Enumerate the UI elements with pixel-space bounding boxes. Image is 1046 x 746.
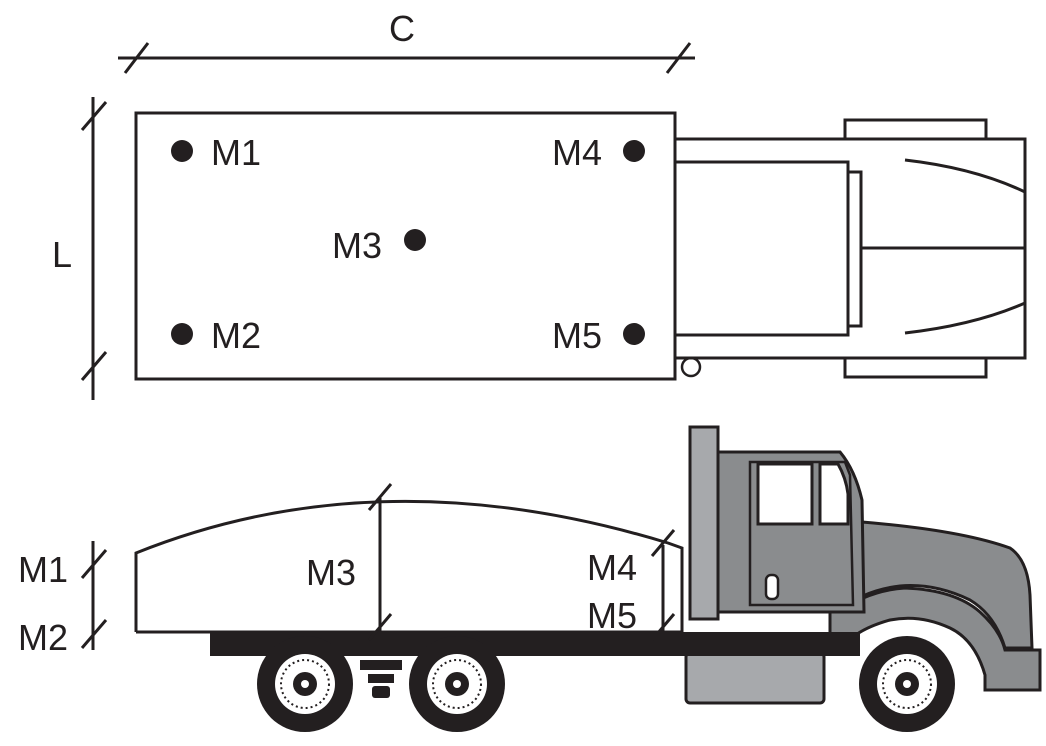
exhaust-stack: [688, 425, 720, 621]
rear-wheel-2: [409, 636, 505, 732]
side-view: M1 M2 M3 M4 M5: [18, 425, 1042, 732]
side-label-m5: M5: [587, 595, 637, 636]
point-label: M1: [211, 132, 261, 173]
cab-top-view: [673, 118, 1027, 379]
side-label-m2: M2: [18, 617, 68, 658]
top-view: C L M1 M2: [52, 8, 1027, 400]
measure-point-m2: M2: [171, 315, 261, 356]
measure-point-m1: M1: [171, 132, 261, 173]
measure-point-m5: M5: [552, 315, 645, 356]
dimension-l-label: L: [52, 234, 72, 275]
measure-point-m4: M4: [552, 132, 645, 173]
front-wheel: [859, 636, 955, 732]
dimension-l: L: [52, 97, 108, 400]
cab-door: [748, 460, 855, 607]
fuel-tank: [684, 651, 826, 705]
mirror-knob: [680, 356, 702, 378]
front-fender: [828, 586, 1042, 692]
cab-rear-window: [818, 462, 850, 526]
suspension-bracket: [360, 660, 402, 698]
load-profile: [134, 499, 684, 632]
hood: [835, 520, 1034, 650]
point-label: M2: [211, 315, 261, 356]
point-label: M5: [552, 315, 602, 356]
point-label: M3: [332, 225, 382, 266]
dimension-c-label: C: [389, 8, 415, 49]
door-handle: [764, 573, 780, 601]
side-label-m4: M4: [587, 547, 637, 588]
measure-point-m3: M3: [332, 225, 426, 266]
cab-window: [756, 462, 814, 526]
point-label: M4: [552, 132, 602, 173]
dimension-c: C: [118, 8, 695, 74]
rear-wheel-1: [257, 636, 353, 732]
side-label-m1: M1: [18, 549, 68, 590]
side-label-m3: M3: [306, 552, 356, 593]
